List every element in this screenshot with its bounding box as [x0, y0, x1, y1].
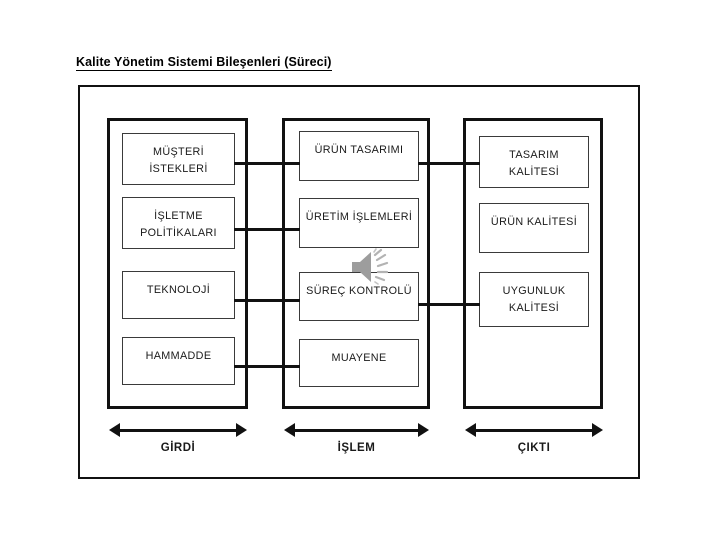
box-uretim-islemleri: ÜRETİM İŞLEMLERİ: [299, 198, 419, 248]
arrow-head-right-icon: [418, 423, 429, 437]
phase-label-islem: İŞLEM: [337, 442, 376, 454]
box-tasarim-kalitesi: TASARIM KALİTESİ: [479, 136, 589, 188]
box-urun-tasarimi: ÜRÜN TASARIMI: [299, 131, 419, 181]
connector-process-to-tasarim-kalitesi: [418, 162, 480, 165]
box-isletme-politikalari: İŞLETME POLİTİKALARI: [122, 197, 235, 249]
connector-musteri-to-process: [234, 162, 300, 165]
box-musteri-istekleri: MÜŞTERİ İSTEKLERİ: [122, 133, 235, 185]
arrow-head-right-icon: [592, 423, 603, 437]
box-line-1: MÜŞTERİ: [152, 146, 205, 158]
box-hammadde: HAMMADDE: [122, 337, 235, 385]
arrow-shaft: [293, 429, 420, 433]
box-line-2: KALİTESİ: [508, 166, 560, 178]
page-title: Kalite Yönetim Sistemi Bileşenleri (Süre…: [76, 55, 332, 71]
box-line-1: ÜRÜN TASARIMI: [314, 144, 404, 156]
arrow-shaft: [118, 429, 238, 433]
arrow-shaft: [474, 429, 594, 433]
box-line-2: İSTEKLERİ: [149, 163, 208, 175]
box-muayene: MUAYENE: [299, 339, 419, 387]
phase-label-cikti: ÇIKTI: [517, 442, 551, 454]
box-uygunluk-kalitesi: UYGUNLUK KALİTESİ: [479, 272, 589, 327]
box-line-2: KALİTESİ: [508, 302, 560, 314]
connector-teknoloji-to-process: [234, 299, 300, 302]
box-urun-kalitesi: ÜRÜN KALİTESİ: [479, 203, 589, 253]
box-surec-kontrolu: SÜREÇ KONTROLÜ: [299, 272, 419, 321]
arrow-head-left-icon: [109, 423, 120, 437]
box-line-1: UYGUNLUK: [502, 285, 566, 297]
arrow-cikti: [465, 420, 603, 442]
box-line-1: HAMMADDE: [145, 350, 212, 362]
box-line-2: POLİTİKALARI: [140, 227, 217, 239]
arrow-girdi: [109, 420, 247, 442]
box-line-1: TASARIM: [509, 149, 559, 161]
box-line-1: SÜREÇ KONTROLÜ: [306, 285, 412, 297]
phase-label-girdi: GİRDİ: [160, 442, 196, 454]
box-line-1: İŞLETME: [154, 210, 203, 222]
box-line-1: TEKNOLOJİ: [146, 284, 211, 296]
box-line-1: ÜRETİM İŞLEMLERİ: [305, 211, 413, 223]
connector-hammadde-to-process: [234, 365, 300, 368]
arrow-head-right-icon: [236, 423, 247, 437]
arrow-head-left-icon: [465, 423, 476, 437]
arrow-head-left-icon: [284, 423, 295, 437]
arrow-islem: [284, 420, 429, 442]
box-line-1: MUAYENE: [331, 352, 387, 364]
box-teknoloji: TEKNOLOJİ: [122, 271, 235, 319]
connector-process-to-uygunluk-kalitesi: [418, 303, 480, 306]
connector-isletme-to-process: [234, 228, 300, 231]
box-line-1: ÜRÜN KALİTESİ: [490, 216, 578, 228]
